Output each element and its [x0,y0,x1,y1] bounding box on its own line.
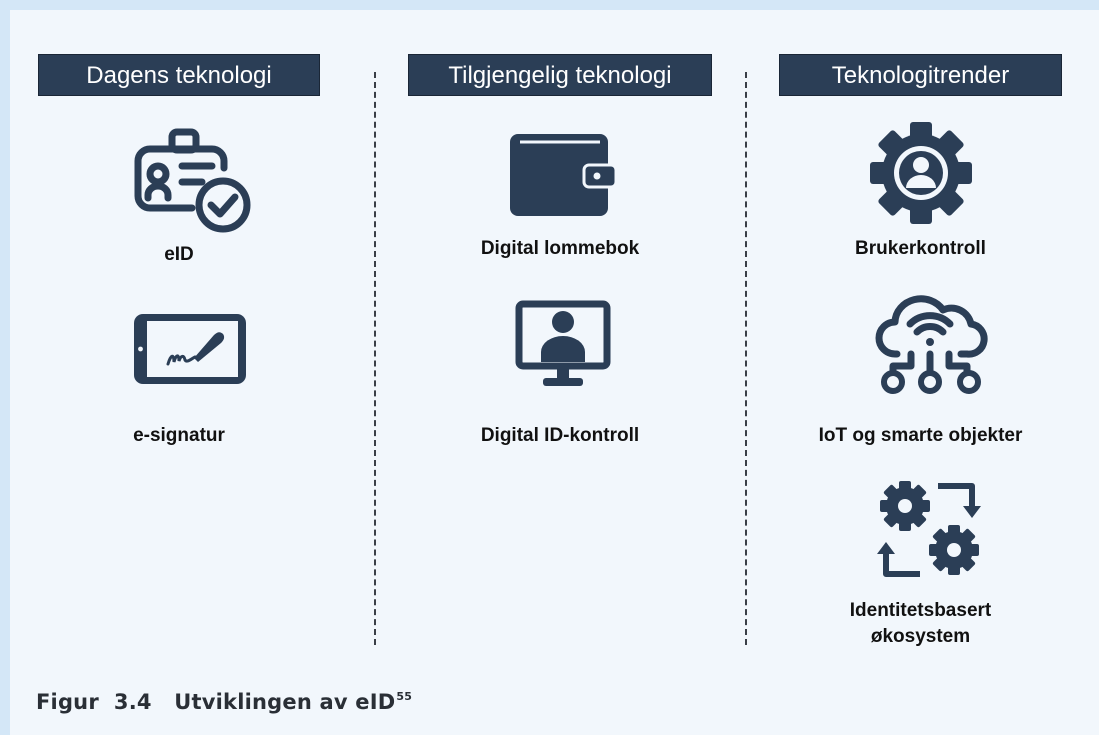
divider-left [374,72,376,645]
item-label-line-1: Identitetsbasert [849,600,992,621]
heading-tilgjengelig-teknologi: Tilgjengelig teknologi [408,54,712,96]
item-label-line-2: økosystem [870,626,971,647]
gear-user-icon [870,122,972,224]
heading-dagens-teknologi: Dagens teknologi [38,54,320,96]
gears-cycle-icon [877,481,981,577]
caption-footnote: 55 [396,690,413,703]
caption-prefix: Figur [36,690,99,714]
cloud-network-icon [875,295,988,394]
heading-teknologitrender: Teknologitrender [779,54,1062,96]
item-label-iot-og-smarte-objekter: IoT og smarte objekter [818,425,1023,446]
item-label-digital-id-kontroll: Digital ID-kontroll [480,425,640,446]
divider-right [745,72,747,645]
monitor-person-icon [515,300,611,386]
item-label-identitetsbasert-okosystem: Identitetsbasert økosystem [779,598,1062,650]
item-label-brukerkontroll: Brukerkontroll [855,238,986,259]
tablet-signature-icon [134,314,246,384]
id-badge-check-icon [134,128,251,233]
wallet-icon [510,134,618,216]
caption-number: 3.4 [113,690,152,714]
figure-caption: Figur 3.4 Utviklingen av eID55 [36,690,412,714]
item-label-eid: eID [164,244,194,265]
caption-text: Utviklingen av eID [174,690,396,714]
item-label-digital-lommebok: Digital lommebok [480,238,640,259]
item-label-e-signatur: e-signatur [133,425,225,446]
